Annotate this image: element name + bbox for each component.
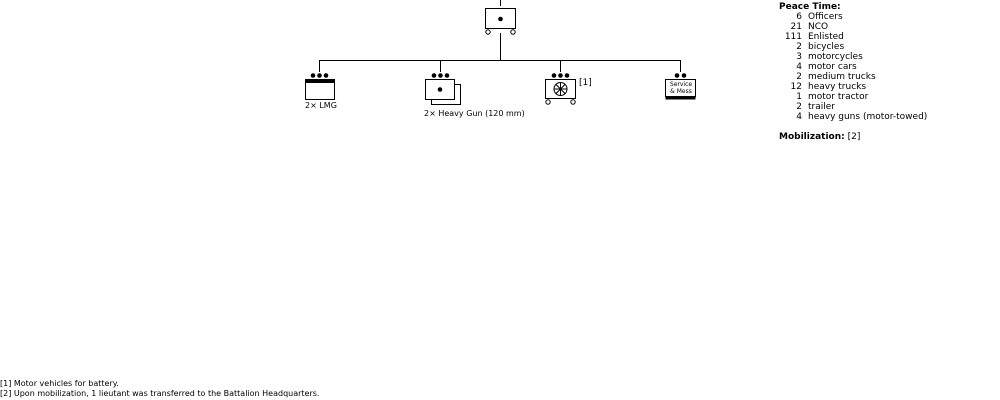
peace-time-heading: Peace Time:	[779, 2, 841, 12]
hq-wheel-left-icon	[485, 29, 491, 35]
footnote-2: [2] Upon mobilization, 1 lieutant was tr…	[0, 389, 320, 398]
service-line-1: Service	[669, 81, 693, 88]
mobilization-heading: Mobilization:	[779, 132, 845, 142]
battery-hq-symbol	[485, 8, 516, 35]
lmg-label: 2× LMG	[305, 101, 337, 110]
service-bar	[665, 96, 696, 100]
service-mess-unit-symbol	[665, 73, 696, 100]
motor-footnote-ref: [1]	[579, 78, 592, 88]
hq-dot-icon	[498, 16, 503, 22]
lmg-bar	[305, 79, 335, 83]
motor-wheel-right-icon	[570, 99, 576, 105]
steering-wheel-icon	[553, 82, 568, 96]
service-mess-text: Service & Mess	[666, 81, 696, 95]
gun-dot-icon	[437, 87, 443, 92]
connector-lines	[319, 0, 681, 72]
mobilization-line: Mobilization: [2]	[779, 132, 860, 142]
service-line-2: & Mess	[670, 88, 692, 95]
heavy-gun-unit-symbol	[425, 73, 461, 105]
mobilization-ref: [2]	[847, 132, 861, 142]
heavy-gun-label: 2× Heavy Gun (120 mm)	[424, 109, 525, 118]
motor-wheel-left-icon	[545, 99, 551, 105]
hq-wheel-right-icon	[510, 29, 516, 35]
footnote-1: [1] Motor vehicles for battery.	[0, 379, 119, 388]
motor-transport-unit-symbol	[545, 73, 576, 105]
lmg-unit-symbol	[305, 73, 335, 100]
